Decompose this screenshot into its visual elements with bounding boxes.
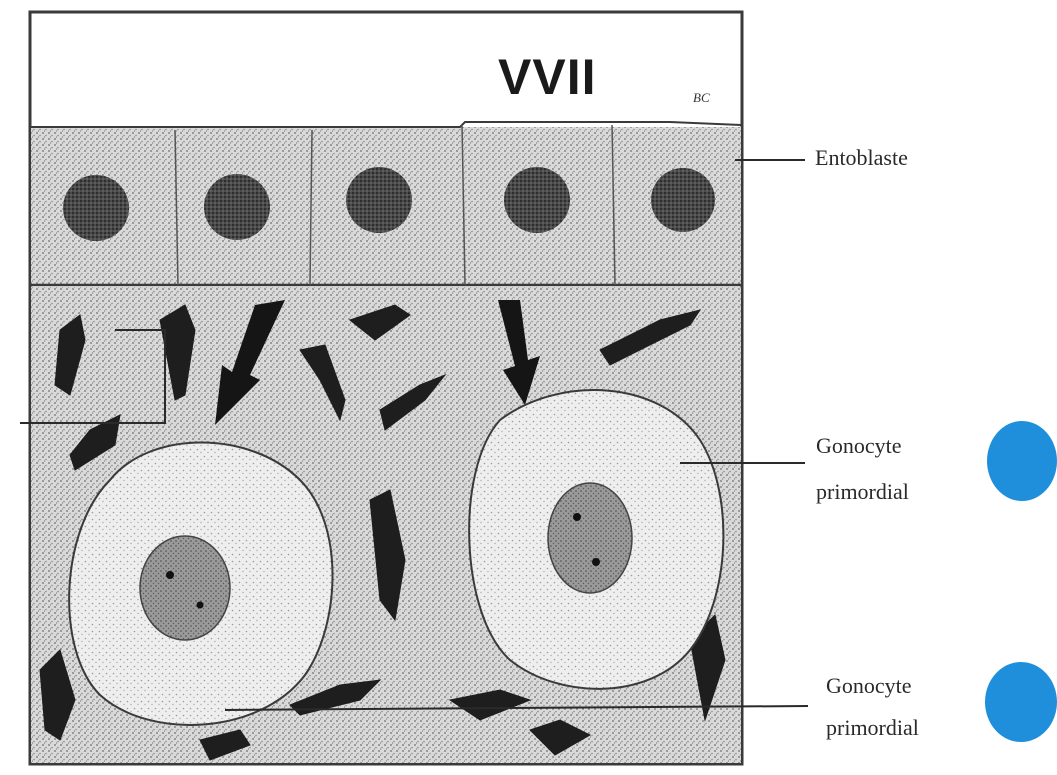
corner-mark: BC [693,90,710,106]
label-gonocyte-1-line1: Gonocyte [816,433,902,459]
blue-dot-marker[interactable] [985,662,1057,742]
entoblast-nucleus [346,167,412,233]
entoblast-nucleus [204,174,270,240]
label-gonocyte-2-line2: primordial [826,715,919,741]
label-gonocyte-2-line1: Gonocyte [826,673,912,699]
label-entoblaste: Entoblaste [815,145,908,171]
entoblast-nucleus [651,168,715,232]
entoblast-nucleus [504,167,570,233]
label-gonocyte-1-line2: primordial [816,479,909,505]
entoblast-layer [31,122,741,285]
blue-dot-marker[interactable] [987,421,1057,501]
gonocyte-right [469,390,723,689]
figure-title: VVII [498,48,596,106]
gonocyte-left [69,443,332,725]
mesenchyme [20,287,741,763]
entoblast-nucleus [63,175,129,241]
